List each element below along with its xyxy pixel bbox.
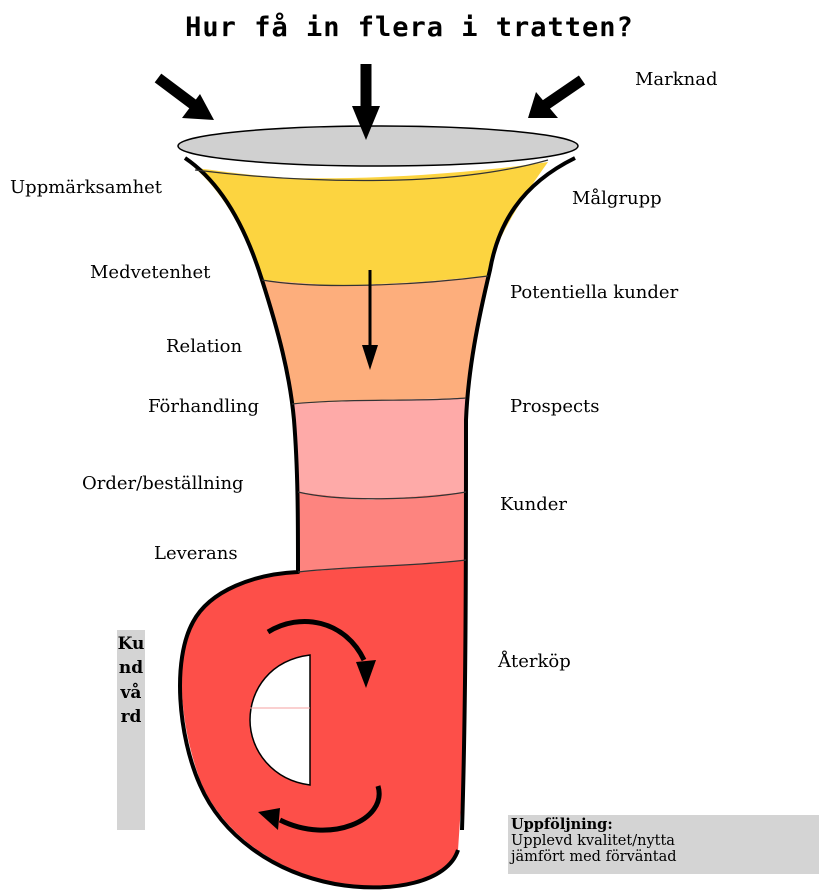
funnel-band-consciousness xyxy=(262,276,488,404)
funnel-band-negotiation xyxy=(298,492,466,572)
label-customers: Kunder xyxy=(500,494,567,515)
label-repurchase: Återköp xyxy=(498,651,571,672)
follow-up-box: Uppföljning: Upplevd kvalitet/nytta jämf… xyxy=(508,815,819,874)
arrow-right-icon xyxy=(528,80,582,118)
label-delivery: Leverans xyxy=(154,543,238,564)
follow-up-line-1: Upplevd kvalitet/nytta xyxy=(511,833,816,849)
funnel-rim xyxy=(178,126,578,166)
label-negotiation: Förhandling xyxy=(148,396,259,417)
funnel-loop-shape xyxy=(182,560,466,886)
follow-up-line-2: jämfört med förväntad xyxy=(511,849,816,865)
label-potential-customers: Potentiella kunder xyxy=(510,282,678,303)
label-target-group: Målgrupp xyxy=(572,188,662,209)
label-prospects: Prospects xyxy=(510,396,600,417)
label-relation: Relation xyxy=(166,336,242,357)
follow-up-heading: Uppföljning: xyxy=(511,817,816,833)
label-awareness: Uppmärksamhet xyxy=(10,177,162,198)
arrow-left-icon xyxy=(158,78,214,120)
funnel-band-relation xyxy=(292,398,466,500)
label-consciousness: Medvetenhet xyxy=(90,262,210,283)
diagram-title: Hur få in flera i tratten? xyxy=(0,12,819,43)
customer-care-label: Kundvård xyxy=(117,630,145,830)
label-market: Marknad xyxy=(635,69,718,90)
label-order: Order/beställning xyxy=(82,473,244,494)
